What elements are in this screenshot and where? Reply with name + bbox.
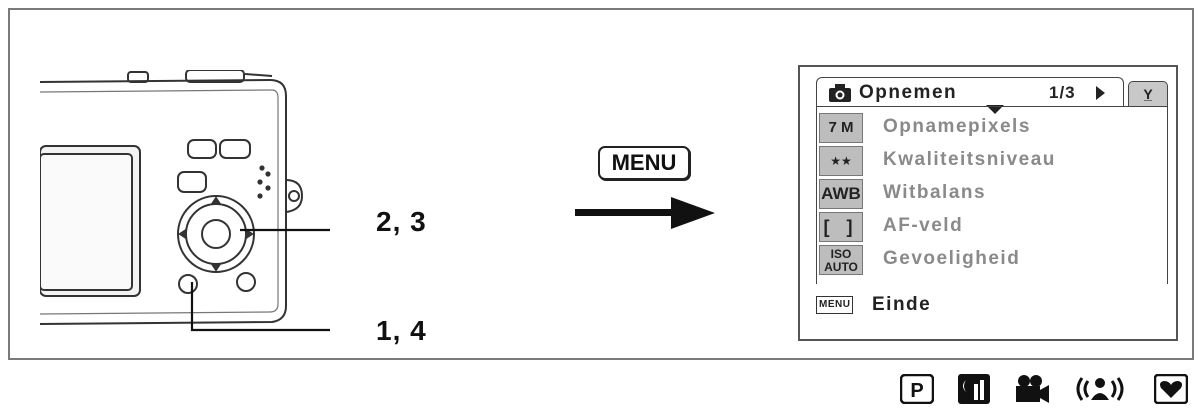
- callout-buttons-2-3: 2, 3: [376, 206, 427, 237]
- page-indicator: 1/3: [1049, 83, 1076, 102]
- tab-settings[interactable]: Y̲: [1128, 81, 1168, 107]
- camera-back-illustration: [40, 70, 330, 332]
- tab-title: Opnemen: [859, 82, 958, 103]
- af-frame-icon: [ ]: [819, 212, 863, 242]
- right-arrow-icon: [575, 197, 715, 229]
- menu-key-label: MENU: [598, 146, 690, 180]
- figure-frame: 2, 3 1, 4 MENU Opnemen 1/3: [8, 8, 1194, 360]
- menu-button-icon: MENU: [816, 296, 854, 314]
- applicable-mode-icons: P: [900, 374, 1190, 408]
- triangle-down-icon: [986, 105, 1004, 114]
- menu-footer: MENU Einde: [816, 292, 1168, 322]
- quality-stars-icon: ★★: [819, 146, 863, 176]
- camera-icon: [829, 84, 851, 102]
- menu-item-af-area[interactable]: [ ] AF-veld: [819, 212, 1159, 242]
- menu-item-label: Kwaliteitsniveau: [883, 149, 1056, 170]
- movie-mode-icon: [1016, 375, 1049, 403]
- lcd-menu-screen: Opnemen 1/3 Y̲ 7 M Opnamepixels: [798, 65, 1178, 341]
- menu-item-label: Opnamepixels: [883, 116, 1031, 137]
- menu-item-quality-level[interactable]: ★★ Kwaliteitsniveau: [819, 146, 1159, 176]
- tab-recording[interactable]: Opnemen 1/3: [816, 77, 1124, 107]
- menu-item-label: AF-veld: [883, 215, 964, 236]
- program-mode-letter: P: [910, 380, 923, 402]
- menu-item-label: Witbalans: [883, 182, 987, 203]
- exit-label: Einde: [872, 294, 932, 315]
- menu-item-white-balance[interactable]: AWB Witbalans: [819, 179, 1159, 209]
- callout-buttons-1-4: 1, 4: [376, 315, 427, 346]
- menu-item-sensitivity[interactable]: ISO AUTO Gevoeligheid: [819, 245, 1159, 275]
- menu-item-recorded-pixels[interactable]: 7 M Opnamepixels: [819, 113, 1159, 143]
- program-mode-icon: P: [900, 374, 934, 404]
- menu-list: 7 M Opnamepixels ★★ Kwaliteitsniveau AWB…: [816, 106, 1168, 284]
- menu-item-label: Gevoeligheid: [883, 248, 1021, 269]
- wrench-icon: Y̲: [1143, 86, 1153, 102]
- triangle-right-icon: [1096, 86, 1105, 100]
- awb-icon: AWB: [819, 179, 863, 209]
- night-scene-mode-icon: [958, 374, 990, 404]
- digital-sr-mode-icon: [1076, 377, 1124, 401]
- iso-auto-icon: ISO AUTO: [819, 245, 863, 275]
- recorded-pixels-icon: 7 M: [819, 113, 863, 143]
- favorite-mode-icon: [1154, 374, 1188, 404]
